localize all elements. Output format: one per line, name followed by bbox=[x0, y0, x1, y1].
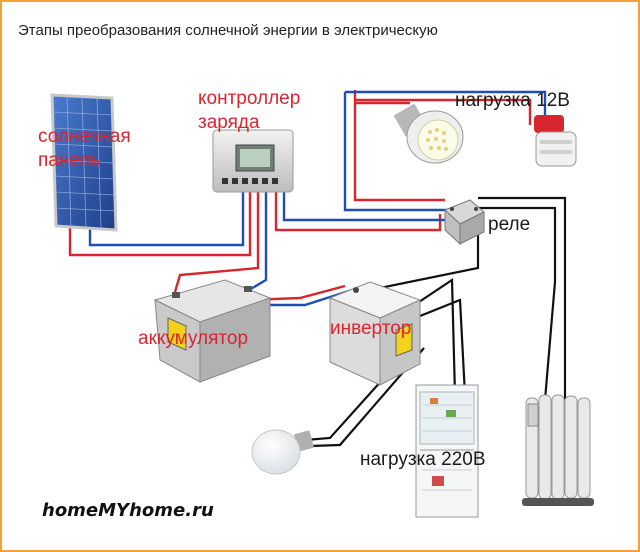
bulb-220v bbox=[252, 430, 314, 474]
label-relay: реле bbox=[488, 214, 530, 235]
label-solar-panel-line2: панель bbox=[38, 150, 100, 171]
pump-12v bbox=[534, 115, 576, 166]
label-controller-line1: контроллер bbox=[198, 88, 300, 109]
label-controller-line2: заряда bbox=[198, 112, 260, 133]
label-load-220v: нагрузка 220В bbox=[360, 449, 486, 470]
wire-relay-out-2 bbox=[478, 208, 555, 400]
oil-heater bbox=[522, 395, 594, 506]
label-solar-panel-line1: солнечная bbox=[38, 126, 131, 147]
label-battery: аккумулятор bbox=[138, 328, 248, 349]
wires bbox=[70, 90, 565, 446]
wire-controller-load12-blue bbox=[284, 192, 450, 220]
led-lamp-12v bbox=[394, 104, 463, 163]
label-load-12v: нагрузка 12В bbox=[455, 90, 570, 111]
watermark: homeMYhome.ru bbox=[42, 500, 214, 521]
charge-controller bbox=[213, 130, 293, 192]
wire-controller-battery-red bbox=[175, 192, 258, 292]
label-inverter: инвертор bbox=[330, 318, 411, 339]
